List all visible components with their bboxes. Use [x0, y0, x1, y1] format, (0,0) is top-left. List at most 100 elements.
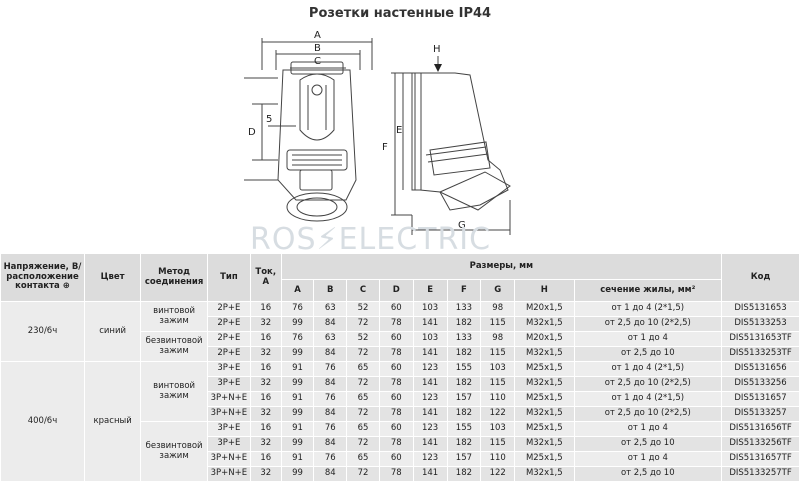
cell-section: от 2,5 до 10 [573, 436, 723, 452]
cell-type: 3P+E [206, 376, 251, 392]
cell-b: 76 [313, 391, 348, 407]
cell-code: DIS5133257 [721, 406, 800, 422]
header-col-h: H [514, 279, 575, 302]
cell-a: 99 [280, 406, 315, 422]
cell-a: 91 [280, 361, 315, 377]
cell-b: 84 [313, 376, 348, 392]
specs-table: Напряжение, В/ расположение контакта ⊕ Ц… [0, 253, 800, 482]
cell-b: 84 [313, 466, 348, 482]
dim-H-label: H [433, 44, 441, 55]
cell-type: 3P+E [206, 436, 251, 452]
cell-b: 76 [313, 421, 348, 437]
cell-type: 2P+E [206, 301, 251, 317]
cell-code: DIS5131657 [721, 391, 800, 407]
front-cable-gland [286, 192, 348, 222]
cell-section: от 1 до 4 (2*1,5) [573, 361, 723, 377]
cell-f: 182 [446, 316, 482, 332]
cell-c: 72 [346, 466, 380, 482]
cell-d: 78 [378, 406, 414, 422]
cell-a: 91 [280, 451, 315, 467]
cell-c: 65 [346, 421, 380, 437]
cell-h: M32x1,5 [514, 376, 575, 392]
cell-current: 32 [249, 436, 282, 452]
cell-e: 141 [412, 436, 448, 452]
cell-g: 115 [480, 376, 516, 392]
cell-h: M32x1,5 [514, 406, 575, 422]
cell-type: 3P+N+E [206, 406, 251, 422]
cell-section: от 1 до 4 [573, 331, 723, 347]
cell-type: 3P+N+E [206, 466, 251, 482]
cell-f: 157 [446, 391, 482, 407]
cell-a: 76 [280, 301, 315, 317]
cell-f: 182 [446, 436, 482, 452]
cell-f: 155 [446, 421, 482, 437]
side-housing-outline [411, 72, 509, 211]
cell-code: DIS5131653 [721, 301, 800, 317]
side-cover [429, 141, 491, 176]
cell-d: 60 [378, 451, 414, 467]
front-lower-lug [299, 169, 333, 191]
cell-f: 182 [446, 406, 482, 422]
cell-d: 60 [378, 391, 414, 407]
front-housing-outline [277, 69, 357, 201]
cell-h: M20x1,5 [514, 331, 575, 347]
side-lid [438, 171, 511, 211]
cell-current: 32 [249, 406, 282, 422]
cell-e: 141 [412, 406, 448, 422]
dim-D-label: D [248, 127, 256, 138]
cell-color: синий [83, 301, 142, 362]
cell-g: 103 [480, 361, 516, 377]
cell-method: винтовой зажим [140, 361, 208, 422]
cell-b: 84 [313, 346, 348, 362]
dim-C-label: C [314, 56, 321, 67]
cell-d: 60 [378, 301, 414, 317]
cell-type: 3P+N+E [206, 391, 251, 407]
header-col-a: A [280, 279, 315, 302]
cell-h: M25x1,5 [514, 361, 575, 377]
cell-b: 84 [313, 436, 348, 452]
cell-current: 32 [249, 376, 282, 392]
front-cover-arch [299, 73, 335, 141]
cell-current: 32 [249, 316, 282, 332]
dim-F-label: F [382, 142, 388, 153]
cell-code: DIS5131656 [721, 361, 800, 377]
cell-d: 60 [378, 331, 414, 347]
cell-f: 157 [446, 451, 482, 467]
cell-b: 84 [313, 316, 348, 332]
cell-h: M32x1,5 [514, 316, 575, 332]
cell-current: 32 [249, 466, 282, 482]
cell-g: 110 [480, 391, 516, 407]
cell-d: 78 [378, 316, 414, 332]
header-col-d: D [378, 279, 414, 302]
cell-c: 65 [346, 391, 380, 407]
cell-current: 16 [249, 301, 282, 317]
header-current: Ток, А [249, 253, 282, 302]
cell-a: 99 [280, 376, 315, 392]
cell-f: 182 [446, 346, 482, 362]
cell-g: 122 [480, 406, 516, 422]
header-voltage: Напряжение, В/ расположение контакта ⊕ [0, 253, 85, 302]
cell-h: M25x1,5 [514, 451, 575, 467]
cell-section: от 1 до 4 [573, 451, 723, 467]
cell-g: 115 [480, 436, 516, 452]
cell-b: 63 [313, 301, 348, 317]
cell-c: 65 [346, 361, 380, 377]
cell-d: 78 [378, 436, 414, 452]
header-col-section: сечение жилы, мм² [573, 279, 723, 302]
cell-h: M32x1,5 [514, 346, 575, 362]
cell-e: 141 [412, 466, 448, 482]
cell-type: 2P+E [206, 316, 251, 332]
cell-e: 123 [412, 451, 448, 467]
cell-code: DIS5133253 [721, 316, 800, 332]
cell-voltage: 230/6ч [0, 301, 85, 362]
cell-voltage: 400/6ч [0, 361, 85, 482]
cell-g: 103 [480, 421, 516, 437]
